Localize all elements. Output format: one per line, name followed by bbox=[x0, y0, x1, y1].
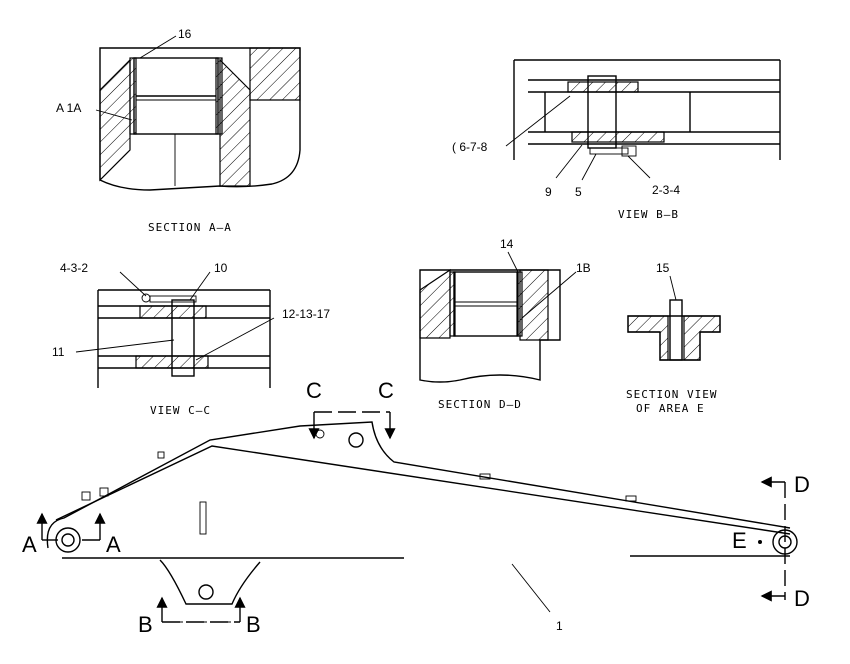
section-e: 15 SECTION VIEW OF AREA E bbox=[626, 261, 721, 415]
marker-b-left: B bbox=[138, 612, 153, 637]
callout-9: 9 bbox=[545, 185, 552, 199]
marker-d-top: D bbox=[794, 472, 810, 497]
marker-c-left: C bbox=[306, 378, 322, 403]
section-aa: 16 A 1A SECTION A–A bbox=[56, 27, 301, 234]
marker-a-right: A bbox=[106, 532, 121, 557]
callout-11: 11 bbox=[52, 345, 65, 359]
part-number-1: 1 bbox=[556, 619, 563, 633]
boom-assembly: 1 A A B B C C D D E bbox=[22, 378, 810, 637]
callout-6-7-8: ( 6-7-8 bbox=[452, 140, 488, 154]
callout-2-3-4: 2-3-4 bbox=[652, 183, 680, 197]
callout-a1a: A 1A bbox=[56, 101, 81, 115]
marker-e: E bbox=[732, 528, 747, 553]
title-section-e-line2: OF AREA E bbox=[636, 402, 705, 415]
title-section-dd: SECTION D–D bbox=[438, 398, 522, 411]
title-view-cc: VIEW C–C bbox=[150, 404, 211, 417]
marker-c-right: C bbox=[378, 378, 394, 403]
callout-12-13-17: 12-13-17 bbox=[282, 307, 330, 321]
callout-1b: 1B bbox=[576, 261, 591, 275]
callout-16: 16 bbox=[178, 27, 192, 41]
section-dd: 14 1B SECTION D–D bbox=[419, 237, 591, 411]
title-view-bb: VIEW B–B bbox=[618, 208, 679, 221]
view-bb: ( 6-7-8 9 5 2-3-4 VIEW B–B bbox=[452, 59, 781, 221]
marker-a-left: A bbox=[22, 532, 37, 557]
callout-5: 5 bbox=[575, 185, 582, 199]
marker-b-right: B bbox=[246, 612, 261, 637]
title-section-aa: SECTION A–A bbox=[148, 221, 232, 234]
title-section-e-line1: SECTION VIEW bbox=[626, 388, 717, 401]
callout-10: 10 bbox=[214, 261, 228, 275]
view-cc: 4-3-2 10 12-13-17 11 VIEW C–C bbox=[52, 261, 330, 417]
callout-4-3-2: 4-3-2 bbox=[60, 261, 88, 275]
callout-15: 15 bbox=[656, 261, 670, 275]
marker-d-bottom: D bbox=[794, 586, 810, 611]
callout-14: 14 bbox=[500, 237, 514, 251]
